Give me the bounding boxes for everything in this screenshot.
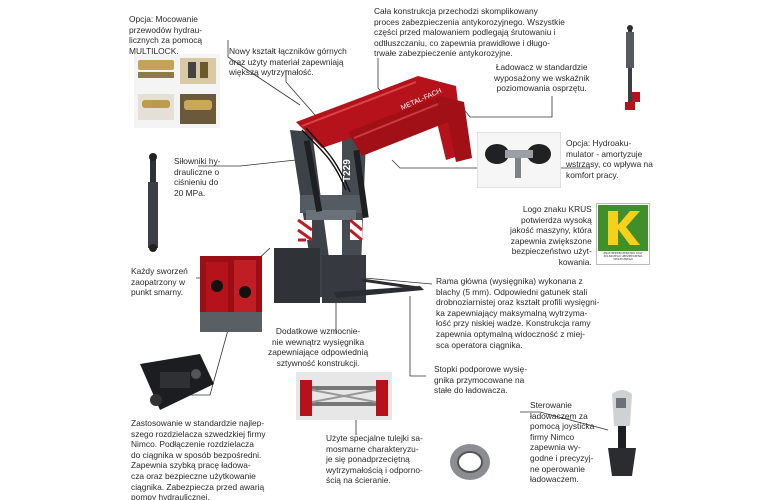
caption-hydraulic-cylinders: Siłowniki hy- drauliczne o ciśnieniu do … — [174, 156, 221, 198]
caption-main-frame: Rama główna (wysięgnika) wykonana z blac… — [436, 276, 600, 350]
caption-hydroaccumulator: Opcja: Hydroaku- mulator - amortyzuje ws… — [566, 138, 653, 180]
leveling-indicator-photo — [625, 25, 640, 110]
caption-leveling-indicator: Ładowacz w standardzie wyposażony we wsk… — [494, 62, 590, 94]
krus-logo-caption: ZNAK BEZPIECZEŃSTWA KASY ROLNICZEGO UBEZ… — [603, 252, 643, 262]
caption-upper-links: Nowy kształt łączników górnych oraz użyt… — [229, 46, 347, 78]
caption-anticorrosion: Cała konstrukcja przechodzi skomplikowan… — [374, 6, 565, 59]
hydraulic-cylinder-photo — [148, 153, 158, 252]
multilock-coupler-photo — [134, 54, 220, 128]
front-loader-illustration: METAL-FACH T229 — [274, 76, 472, 303]
caption-nimco-valve: Zastosowanie w standardzie najlep- szego… — [131, 418, 266, 500]
joystick-photo — [608, 390, 636, 476]
model-text: T229 — [342, 159, 353, 182]
grease-pin-photo — [200, 256, 262, 332]
hydroaccumulator-photo — [477, 132, 561, 188]
bushing-photo — [450, 444, 490, 480]
caption-bushings: Użyte specjalne tulejki sa- mosmarne cha… — [326, 433, 423, 486]
nimco-valve-photo — [140, 354, 214, 410]
caption-support-feet: Stopki podporowe wysię- gnika przymocowa… — [434, 364, 528, 396]
krus-logo: ZNAK BEZPIECZEŃSTWA KASY ROLNICZEGO UBEZ… — [596, 203, 650, 265]
caption-grease-points: Każdy sworzeń zaopatrzony w punkt smarny… — [131, 266, 188, 298]
internal-reinforcement-photo — [296, 372, 392, 420]
krus-logo-icon — [598, 205, 648, 251]
caption-krus: Logo znaku KRUS potwierdza wysoką jakość… — [510, 204, 592, 267]
caption-joystick: Sterowanie ładowaczem za pomocą joystick… — [530, 400, 595, 485]
caption-reinforcement: Dodatkowe wzmocnie- nie wewnątrz wysięgn… — [268, 326, 369, 368]
caption-multilock: Opcja: Mocowanie przewodów hydrau- liczn… — [129, 14, 203, 56]
